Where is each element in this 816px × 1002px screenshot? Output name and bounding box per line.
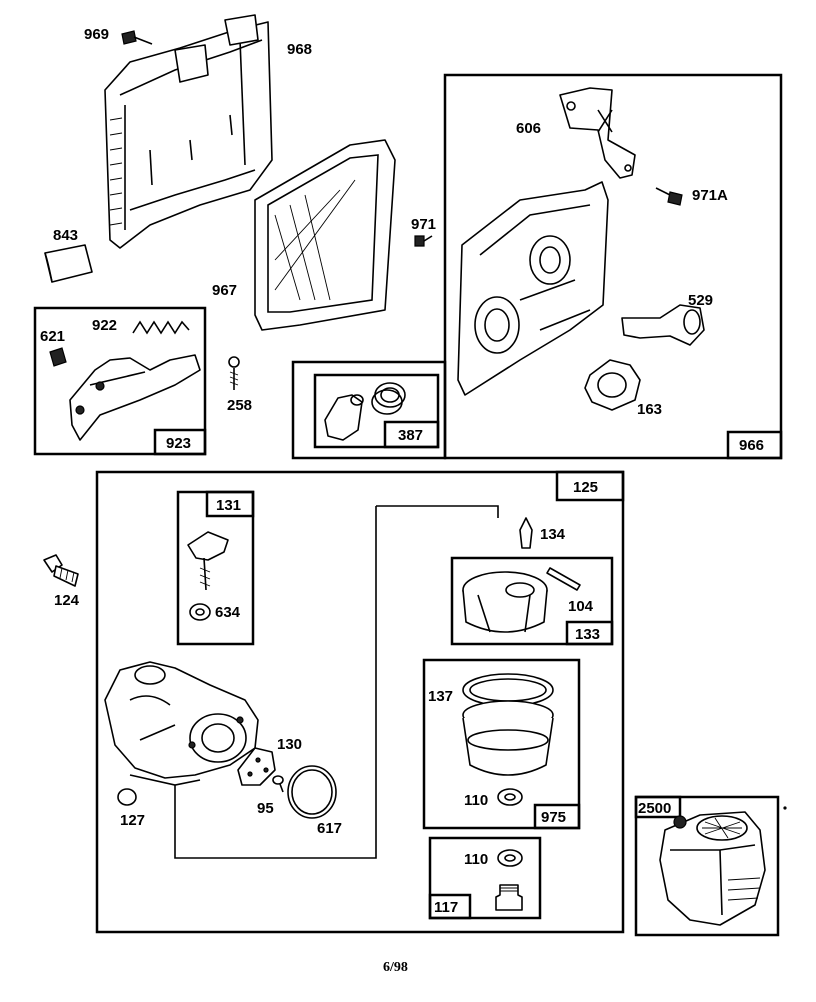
connector-line [376, 505, 499, 518]
label-110: 110 [464, 792, 488, 809]
governor-lever-assembly-part [69, 354, 201, 441]
washer-110-part [497, 788, 523, 806]
label-971: 971 [411, 216, 436, 233]
label-606: 606 [516, 120, 541, 137]
label-258: 258 [227, 397, 252, 414]
screw-258-part [228, 356, 240, 390]
label-130: 130 [277, 736, 302, 753]
carburetor-assembly-2500-part [659, 811, 766, 926]
label-137: 137 [428, 688, 453, 705]
governor-spring-922-part [132, 320, 190, 335]
seat-ring-387-part [371, 382, 406, 415]
label-124: 124 [54, 592, 80, 609]
elbow-529-part [621, 304, 705, 346]
float-133-part [462, 571, 548, 633]
speck-mark [783, 806, 787, 810]
kit-133-label-box [565, 620, 614, 646]
label-387: 387 [398, 427, 423, 444]
gasket-163-part [584, 359, 641, 411]
kit-117-label-box [428, 893, 472, 920]
float-needle-387-part [324, 394, 364, 441]
primer-130-part [237, 747, 276, 786]
label-110-kit-117: 110 [464, 851, 488, 868]
bowl-nut-117-part [495, 884, 523, 911]
label-125: 125 [573, 479, 598, 496]
seat-127-part [117, 788, 137, 806]
kit-387-box [313, 373, 440, 449]
kit-975-label-box [533, 803, 581, 830]
label-617: 617 [317, 820, 342, 837]
kit-966-extension-box [291, 360, 447, 460]
float-needle-134-part [519, 517, 533, 549]
label-971A: 971A [692, 187, 728, 204]
connector-line [174, 506, 377, 859]
carburetor-body-966-part [457, 181, 609, 396]
kit-125-label-box [555, 470, 625, 502]
kit-923-box [33, 306, 207, 456]
float-bowl-137-part [462, 673, 554, 776]
kit-133-box [450, 556, 614, 646]
kit-975-box [422, 658, 581, 830]
label-529: 529 [688, 292, 713, 309]
label-95: 95 [257, 800, 274, 817]
label-966: 966 [739, 437, 764, 454]
air-cleaner-base-part [104, 14, 273, 249]
screw-971-part [414, 235, 433, 247]
screw-95-part [272, 775, 284, 793]
label-969: 969 [84, 26, 109, 43]
bracket-606-part [559, 87, 636, 179]
kit-966-box [443, 73, 783, 460]
screw-969-part [121, 30, 153, 45]
label-967: 967 [212, 282, 237, 299]
kit-125-box [95, 470, 625, 934]
label-134: 134 [540, 526, 566, 543]
label-923: 923 [166, 435, 191, 452]
label-2500: 2500 [638, 800, 671, 817]
label-163: 163 [637, 401, 662, 418]
o-ring-634-part [189, 603, 211, 621]
label-127: 127 [120, 812, 145, 829]
label-104: 104 [568, 598, 594, 615]
kit-923-label-box [153, 428, 207, 456]
air-filter-967-part [254, 139, 396, 331]
label-975: 975 [541, 809, 566, 826]
pin-104-part [546, 567, 581, 591]
kit-2500-box [634, 795, 780, 937]
fitting-124-part [43, 554, 79, 587]
kit-387-label-box [383, 420, 440, 449]
gasket-617-part [287, 765, 337, 819]
label-133: 133 [575, 626, 600, 643]
label-131: 131 [216, 497, 241, 514]
carburetor-main-body-part [104, 661, 259, 786]
page-date-footer: 6/98 [383, 960, 408, 975]
needle-valve-131-part [187, 531, 229, 591]
kit-2500-label-box [634, 795, 682, 819]
kit-131-label-box [205, 490, 255, 518]
label-922: 922 [92, 317, 117, 334]
screw-971A-part [655, 187, 683, 206]
link-621-part [49, 347, 67, 367]
label-621: 621 [40, 328, 65, 345]
kit-966-label-box [726, 430, 783, 460]
foam-843-part [44, 244, 93, 283]
label-117: 117 [434, 899, 458, 916]
label-968: 968 [287, 41, 312, 58]
label-634: 634 [215, 604, 241, 621]
washer-110-kit-117-part [497, 849, 523, 867]
label-843: 843 [53, 227, 78, 244]
kit-117-box [428, 836, 542, 920]
